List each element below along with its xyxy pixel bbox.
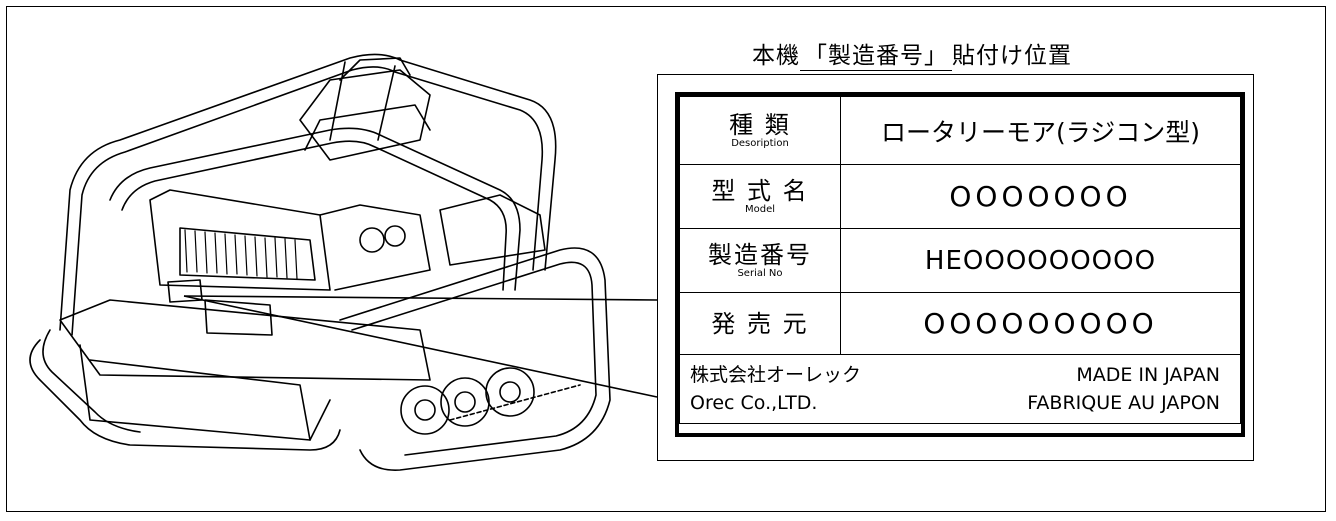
serial-sublabel: Serial No bbox=[737, 267, 783, 279]
footer-cell: 株式会社オーレック MADE IN JAPAN Orec Co.,LTD. FA… bbox=[679, 354, 1241, 424]
company-name-en: Orec Co.,LTD. bbox=[690, 392, 818, 414]
caption-highlight: 「製造番号」 bbox=[800, 43, 952, 71]
description-label: 種 類 bbox=[729, 110, 791, 139]
distributor-value-cell: OOOOOOOOO bbox=[840, 292, 1241, 355]
footer-line-1: 株式会社オーレック MADE IN JAPAN bbox=[690, 361, 1230, 389]
model-label-cell: 型 式 名 Model bbox=[679, 164, 841, 229]
made-in-japan-fr: FABRIQUE AU JAPON bbox=[1027, 392, 1220, 414]
model-sublabel: Model bbox=[744, 203, 776, 215]
description-value: ロータリーモア(ラジコン型) bbox=[880, 117, 1200, 147]
model-value-cell: OOOOOOO bbox=[840, 164, 1241, 229]
diagram-frame bbox=[6, 6, 1326, 512]
serial-value-cell: HEOOOOOOOOO bbox=[840, 228, 1241, 293]
row-model: 型 式 名 Model OOOOOOO bbox=[679, 164, 1241, 229]
distributor-label-cell: 発 売 元 bbox=[679, 292, 841, 355]
distributor-label: 発 売 元 bbox=[711, 309, 809, 338]
serial-label: 製造番号 bbox=[708, 240, 812, 269]
model-label: 型 式 名 bbox=[711, 176, 809, 205]
model-value: OOOOOOO bbox=[949, 180, 1132, 213]
description-label-cell: 種 類 Desoription bbox=[679, 96, 841, 165]
serial-label-cell: 製造番号 Serial No bbox=[679, 228, 841, 293]
company-name-jp: 株式会社オーレック bbox=[690, 364, 862, 386]
label-position-caption: 本機「製造番号」貼付け位置 bbox=[752, 36, 1072, 71]
caption-before: 本機 bbox=[752, 43, 800, 69]
nameplate-table: 種 類 Desoription ロータリーモア(ラジコン型) 型 式 名 Mod… bbox=[679, 96, 1241, 424]
description-value-cell: ロータリーモア(ラジコン型) bbox=[840, 96, 1241, 165]
distributor-value: OOOOOOOOO bbox=[923, 307, 1158, 340]
caption-after: 貼付け位置 bbox=[952, 43, 1072, 69]
row-footer: 株式会社オーレック MADE IN JAPAN Orec Co.,LTD. FA… bbox=[679, 354, 1241, 424]
serial-nameplate: 種 類 Desoription ロータリーモア(ラジコン型) 型 式 名 Mod… bbox=[675, 92, 1245, 437]
row-description: 種 類 Desoription ロータリーモア(ラジコン型) bbox=[679, 96, 1241, 165]
row-distributor: 発 売 元 OOOOOOOOO bbox=[679, 292, 1241, 355]
made-in-japan-en: MADE IN JAPAN bbox=[1076, 364, 1220, 386]
description-sublabel: Desoription bbox=[731, 137, 789, 149]
footer-line-2: Orec Co.,LTD. FABRIQUE AU JAPON bbox=[690, 389, 1230, 417]
serial-value: HEOOOOOOOOO bbox=[924, 245, 1157, 276]
row-serial: 製造番号 Serial No HEOOOOOOOOO bbox=[679, 228, 1241, 293]
